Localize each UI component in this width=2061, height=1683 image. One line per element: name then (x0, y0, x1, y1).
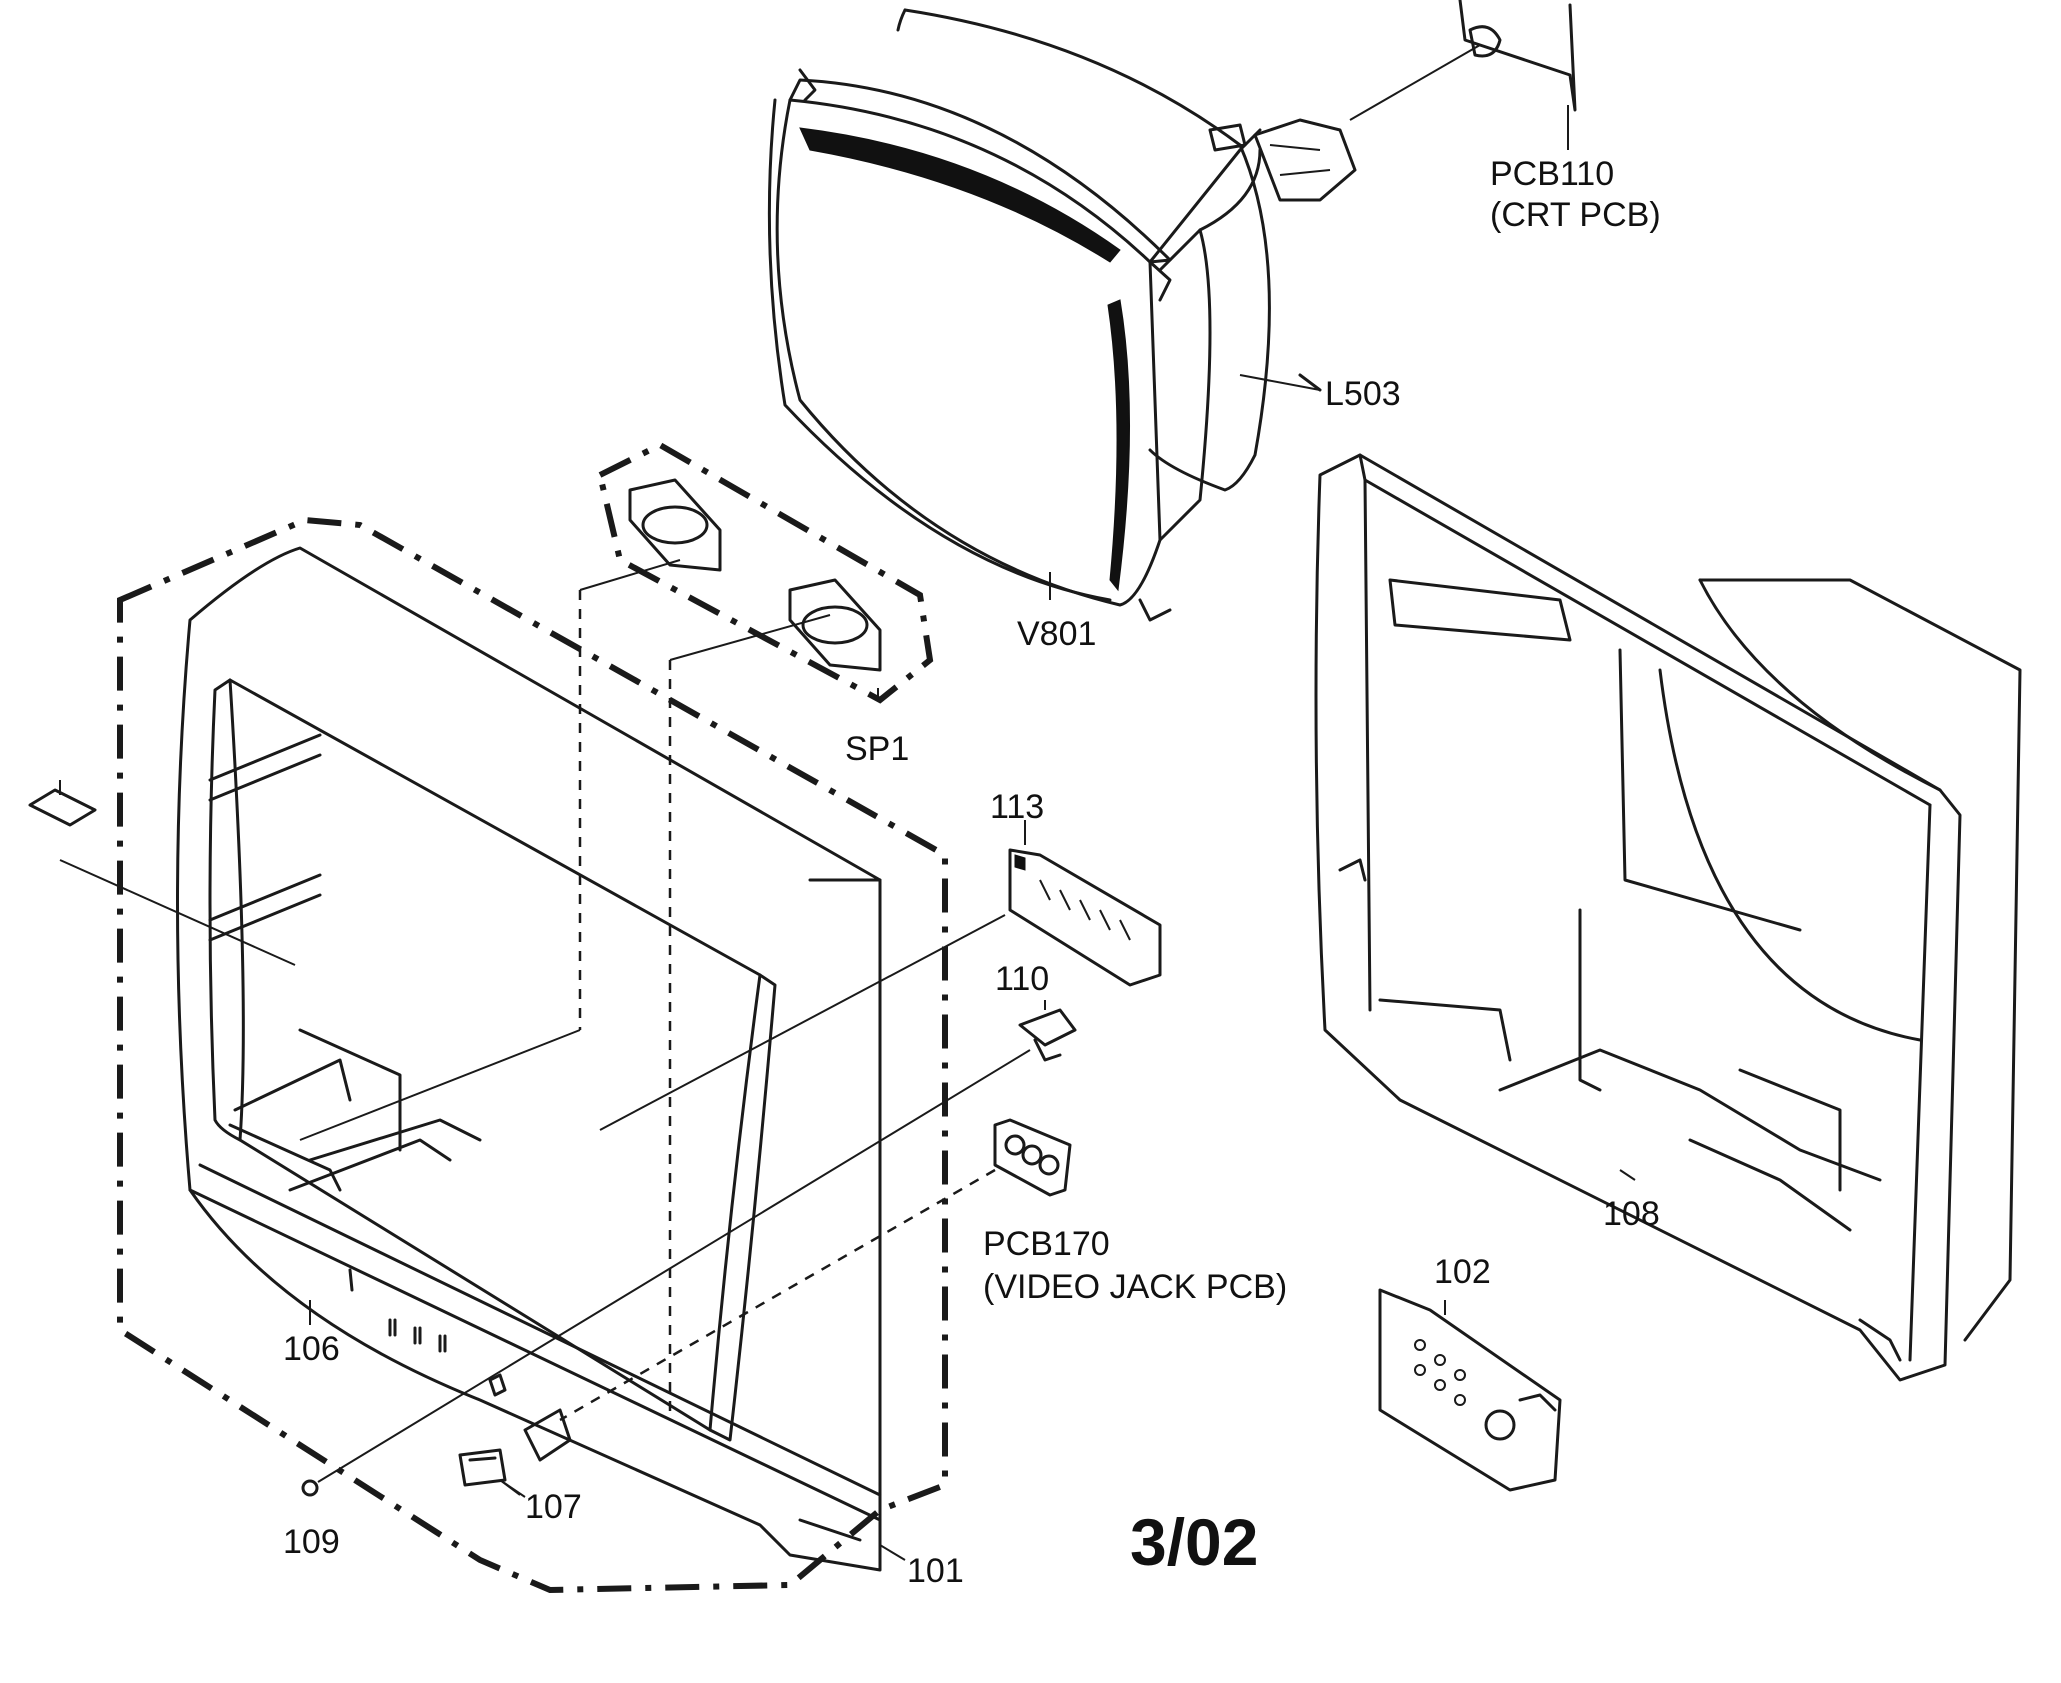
crt-tube (767, 68, 1357, 622)
label-110: 110 (995, 960, 1049, 998)
label-101: 101 (907, 1552, 964, 1590)
crt-pcb (1349, 0, 1577, 150)
left-bracket (28, 780, 296, 966)
label-v801: V801 (1017, 615, 1096, 653)
leader-lines (309, 374, 1636, 1561)
part-102 (1378, 1288, 1562, 1492)
callout-labels: PCB110 (CRT PCB) L503 V801 SP1 113 110 P… (283, 155, 1661, 1590)
label-pcb170: PCB170 (983, 1225, 1110, 1263)
part-109-screw (301, 1049, 1031, 1497)
label-113: 113 (990, 788, 1044, 826)
label-109: 109 (283, 1523, 340, 1561)
part-113 (599, 820, 1162, 1131)
label-107: 107 (525, 1488, 582, 1526)
label-pcb110-desc: (CRT PCB) (1490, 196, 1661, 234)
cabinet-front (117, 516, 948, 1594)
video-jack-pcb (559, 1118, 1072, 1422)
label-sp1: SP1 (845, 730, 909, 768)
label-108: 108 (1603, 1195, 1660, 1233)
yoke-l503 (896, 8, 1322, 492)
part-110 (1018, 1000, 1077, 1062)
label-l503: L503 (1325, 375, 1401, 413)
date-code: 3/02 (1130, 1505, 1258, 1579)
label-pcb110: PCB110 (1490, 155, 1614, 193)
label-102: 102 (1434, 1253, 1491, 1291)
label-pcb170-desc: (VIDEO JACK PCB) (983, 1268, 1287, 1306)
label-106: 106 (283, 1330, 340, 1368)
speaker-assembly (578, 441, 934, 1420)
back-cabinet (1314, 453, 2022, 1382)
